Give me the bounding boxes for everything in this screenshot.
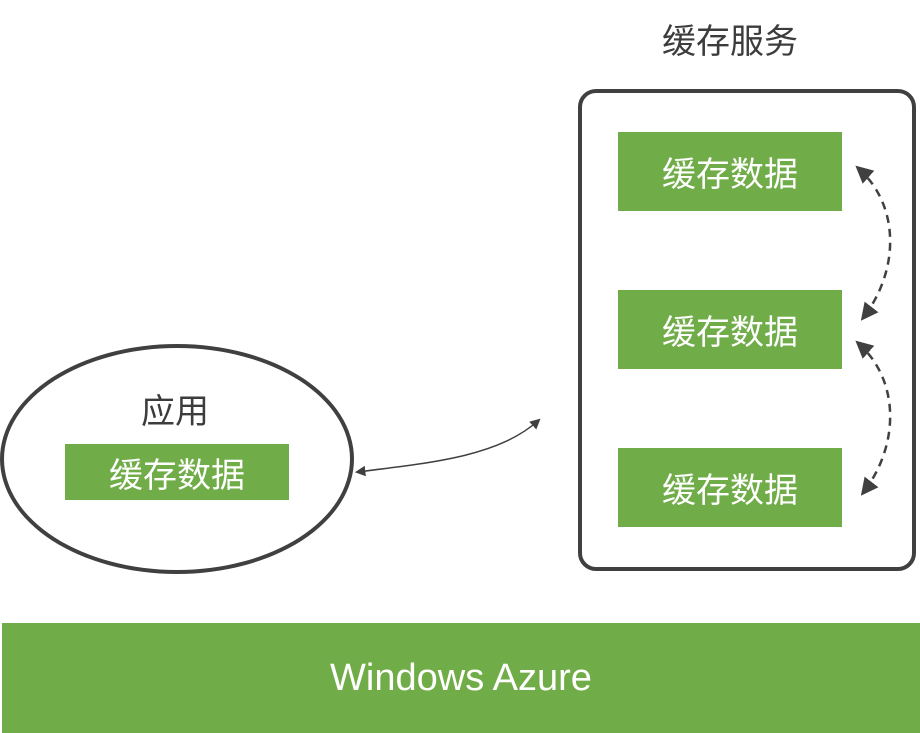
- platform-label: Windows Azure: [330, 656, 592, 699]
- cache-service-container: [578, 89, 916, 571]
- service-cache-node-1: 缓存数据: [618, 132, 842, 211]
- application-title: 应用: [141, 392, 209, 432]
- application-container: [0, 344, 354, 574]
- cache-service-title: 缓存服务: [662, 22, 798, 62]
- service-cache-node-2: 缓存数据: [618, 290, 842, 369]
- windows-azure-platform-bar: Windows Azure: [2, 623, 920, 733]
- application-cache: 缓存数据: [65, 444, 289, 500]
- app-service-connector: [354, 418, 541, 477]
- service-cache-node-3: 缓存数据: [618, 448, 842, 527]
